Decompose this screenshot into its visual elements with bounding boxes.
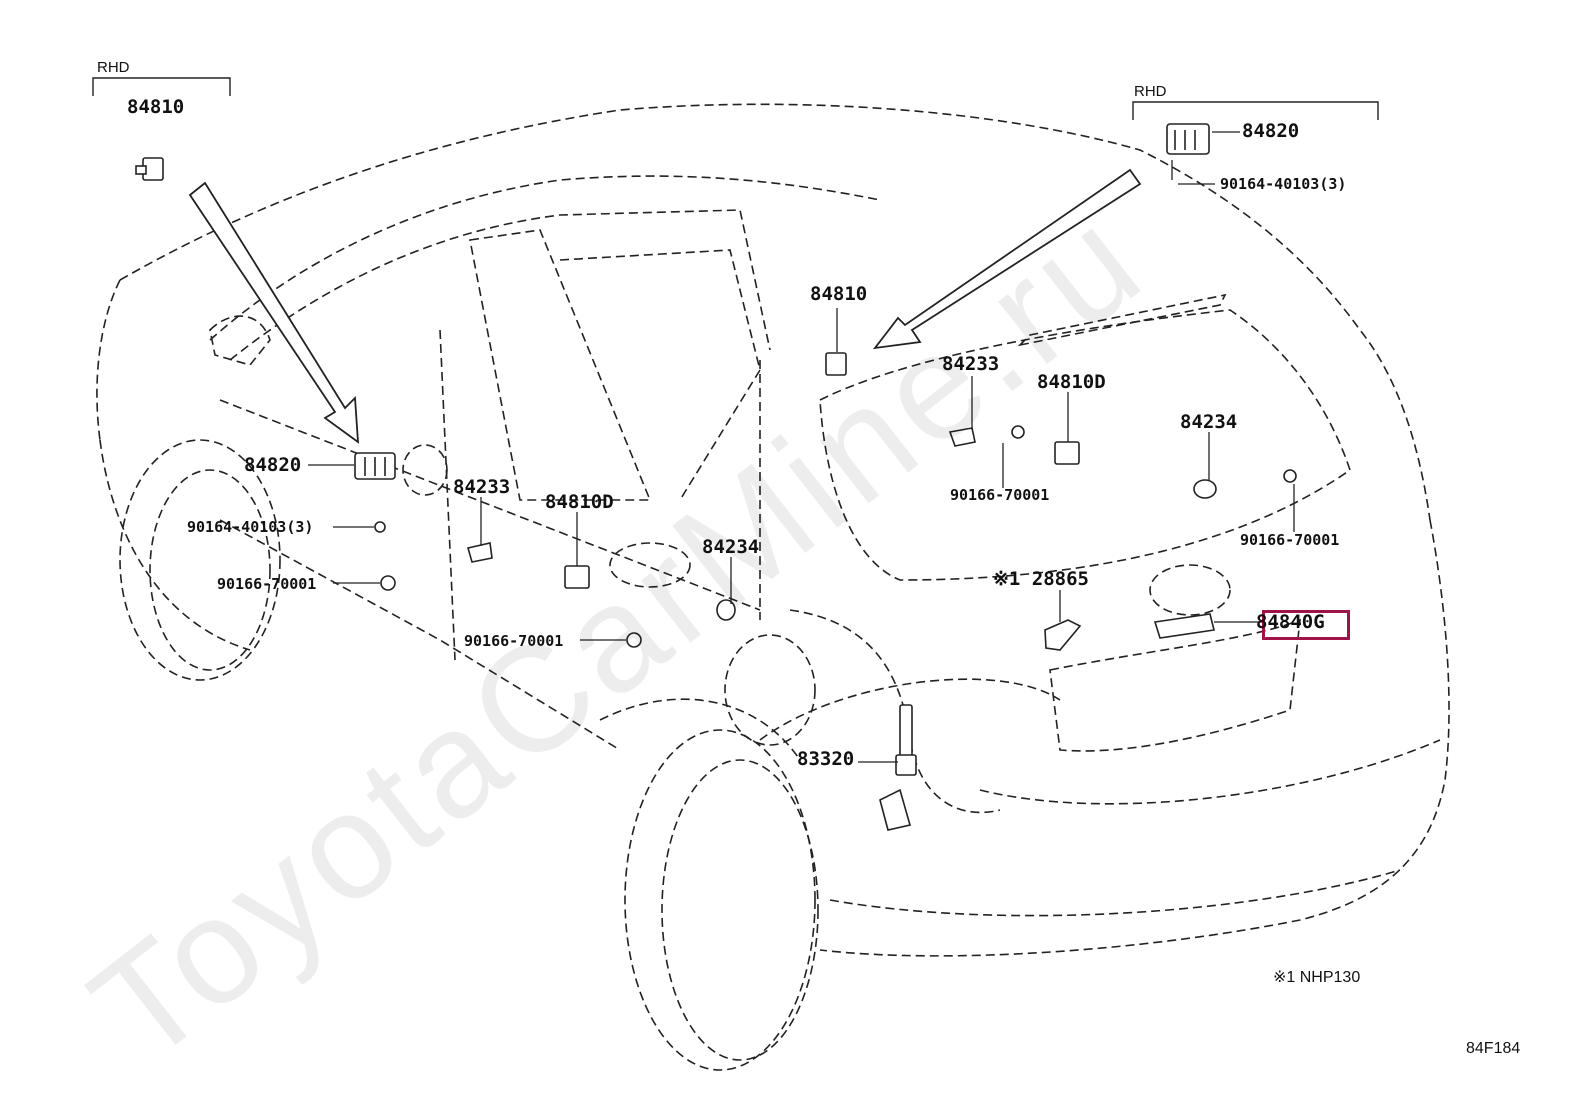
label-84233-side: 84233 <box>453 476 511 498</box>
label-84234-side: 84234 <box>702 536 760 558</box>
inset-brackets <box>92 77 1379 120</box>
label-84233-rear: 84233 <box>942 353 1000 375</box>
rear-clip-84234 <box>1193 479 1217 499</box>
side-screw-90164 <box>374 521 386 533</box>
side-screw-90166-2 <box>626 632 642 648</box>
label-90164-side: 90164-40103(3) <box>187 518 314 536</box>
inset-switch-84820 <box>1166 123 1210 155</box>
inset-right-part-label: 84820 <box>1242 120 1300 142</box>
footnote: ※1 NHP130 <box>1273 969 1361 986</box>
highlight-box-84840G <box>1262 610 1350 640</box>
label-90166-rear-2: 90166-70001 <box>1240 531 1340 549</box>
arrow-to-roof <box>872 168 1142 350</box>
rear-screw-1 <box>1011 425 1025 439</box>
diagram-code: 84F184 <box>1466 1040 1521 1057</box>
part-drawings <box>135 123 1297 831</box>
side-switch-84810D <box>564 565 590 589</box>
label-90166-side-2: 90166-70001 <box>464 632 564 650</box>
label-84840G[interactable]: 84840G <box>1256 611 1325 633</box>
pointer-arrows <box>188 168 1142 444</box>
inset-left-group-label: RHD <box>97 59 130 76</box>
label-28865: ※1 28865 <box>993 568 1089 590</box>
inset-right-screw-label: 90164-40103(3) <box>1220 175 1347 193</box>
arrow-to-front-door <box>188 181 360 444</box>
label-84810-roof: 84810 <box>810 283 868 305</box>
side-clip-84233 <box>466 542 493 563</box>
label-84234-rear: 84234 <box>1180 411 1238 433</box>
roof-switch-84810 <box>825 352 847 376</box>
car-body-outline <box>96 103 1450 1071</box>
switch-84840G <box>1153 613 1215 639</box>
label-84820-side: 84820 <box>244 454 302 476</box>
inset-right-group-label: RHD <box>1134 83 1167 100</box>
inset-left-part-label: 84810 <box>127 96 185 118</box>
side-clip-84234 <box>716 599 736 621</box>
rear-clip-84233 <box>948 427 976 447</box>
side-screw-90166-1 <box>380 575 396 591</box>
rear-screw-2 <box>1283 469 1297 483</box>
label-90166-rear-1: 90166-70001 <box>950 486 1050 504</box>
label-84810D-side: 84810D <box>545 491 614 513</box>
rear-switch-84810D <box>1054 441 1080 465</box>
leader-lines <box>308 131 1295 763</box>
label-84810D-rear: 84810D <box>1037 371 1106 393</box>
label-83320: 83320 <box>797 748 855 770</box>
label-90166-side-1: 90166-70001 <box>217 575 317 593</box>
bracket-28865 <box>1044 619 1082 651</box>
